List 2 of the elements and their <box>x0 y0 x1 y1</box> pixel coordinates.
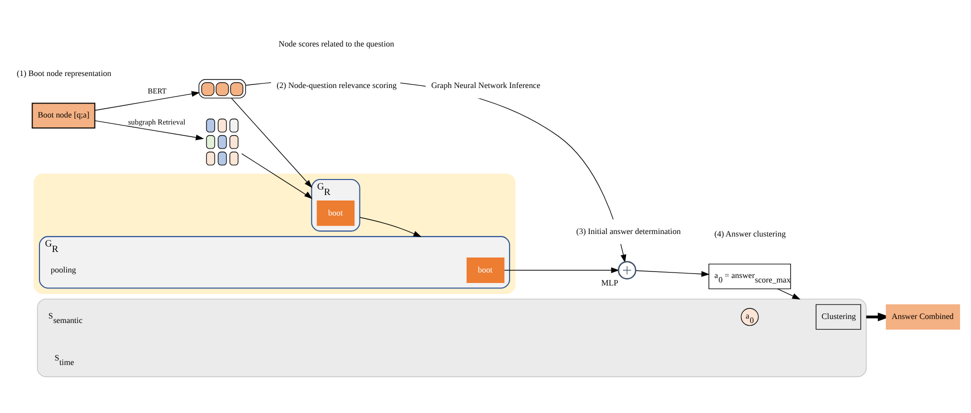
edge-label: BERT <box>148 86 167 95</box>
edge-label: subgraph Retrieval <box>128 116 186 126</box>
